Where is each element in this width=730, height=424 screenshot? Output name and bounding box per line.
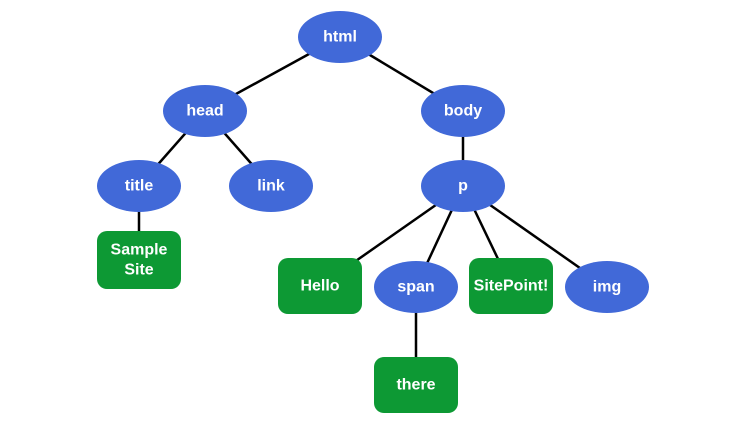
element-node-shape	[298, 11, 382, 63]
node-link: link	[229, 160, 313, 212]
text-node-shape	[97, 231, 181, 289]
node-label: Sample	[111, 242, 168, 259]
element-node-shape	[374, 261, 458, 313]
node-label: Hello	[300, 278, 339, 295]
element-node-shape	[421, 85, 505, 137]
element-node-shape	[565, 261, 649, 313]
element-node-shape	[97, 160, 181, 212]
node-label: span	[397, 279, 434, 296]
text-node-shape	[469, 258, 553, 314]
element-node-shape	[421, 160, 505, 212]
node-p: p	[421, 160, 505, 212]
node-label: Site	[124, 262, 153, 279]
text-node-shape	[278, 258, 362, 314]
node-label: p	[458, 178, 468, 195]
node-body: body	[421, 85, 505, 137]
node-label: body	[444, 103, 482, 120]
element-node-shape	[163, 85, 247, 137]
node-head: head	[163, 85, 247, 137]
node-title: title	[97, 160, 181, 212]
node-label: there	[396, 377, 435, 394]
node-sitepoint: SitePoint!	[469, 258, 553, 314]
text-node-shape	[374, 357, 458, 413]
node-there: there	[374, 357, 458, 413]
element-node-shape	[229, 160, 313, 212]
node-span: span	[374, 261, 458, 313]
node-label: link	[257, 178, 285, 195]
node-label: html	[323, 29, 357, 46]
node-label: head	[186, 103, 223, 120]
node-hello: Hello	[278, 258, 362, 314]
node-label: SitePoint!	[474, 278, 549, 295]
node-img: img	[565, 261, 649, 313]
node-label: title	[125, 178, 154, 195]
node-label: img	[593, 279, 621, 296]
node-html: html	[298, 11, 382, 63]
